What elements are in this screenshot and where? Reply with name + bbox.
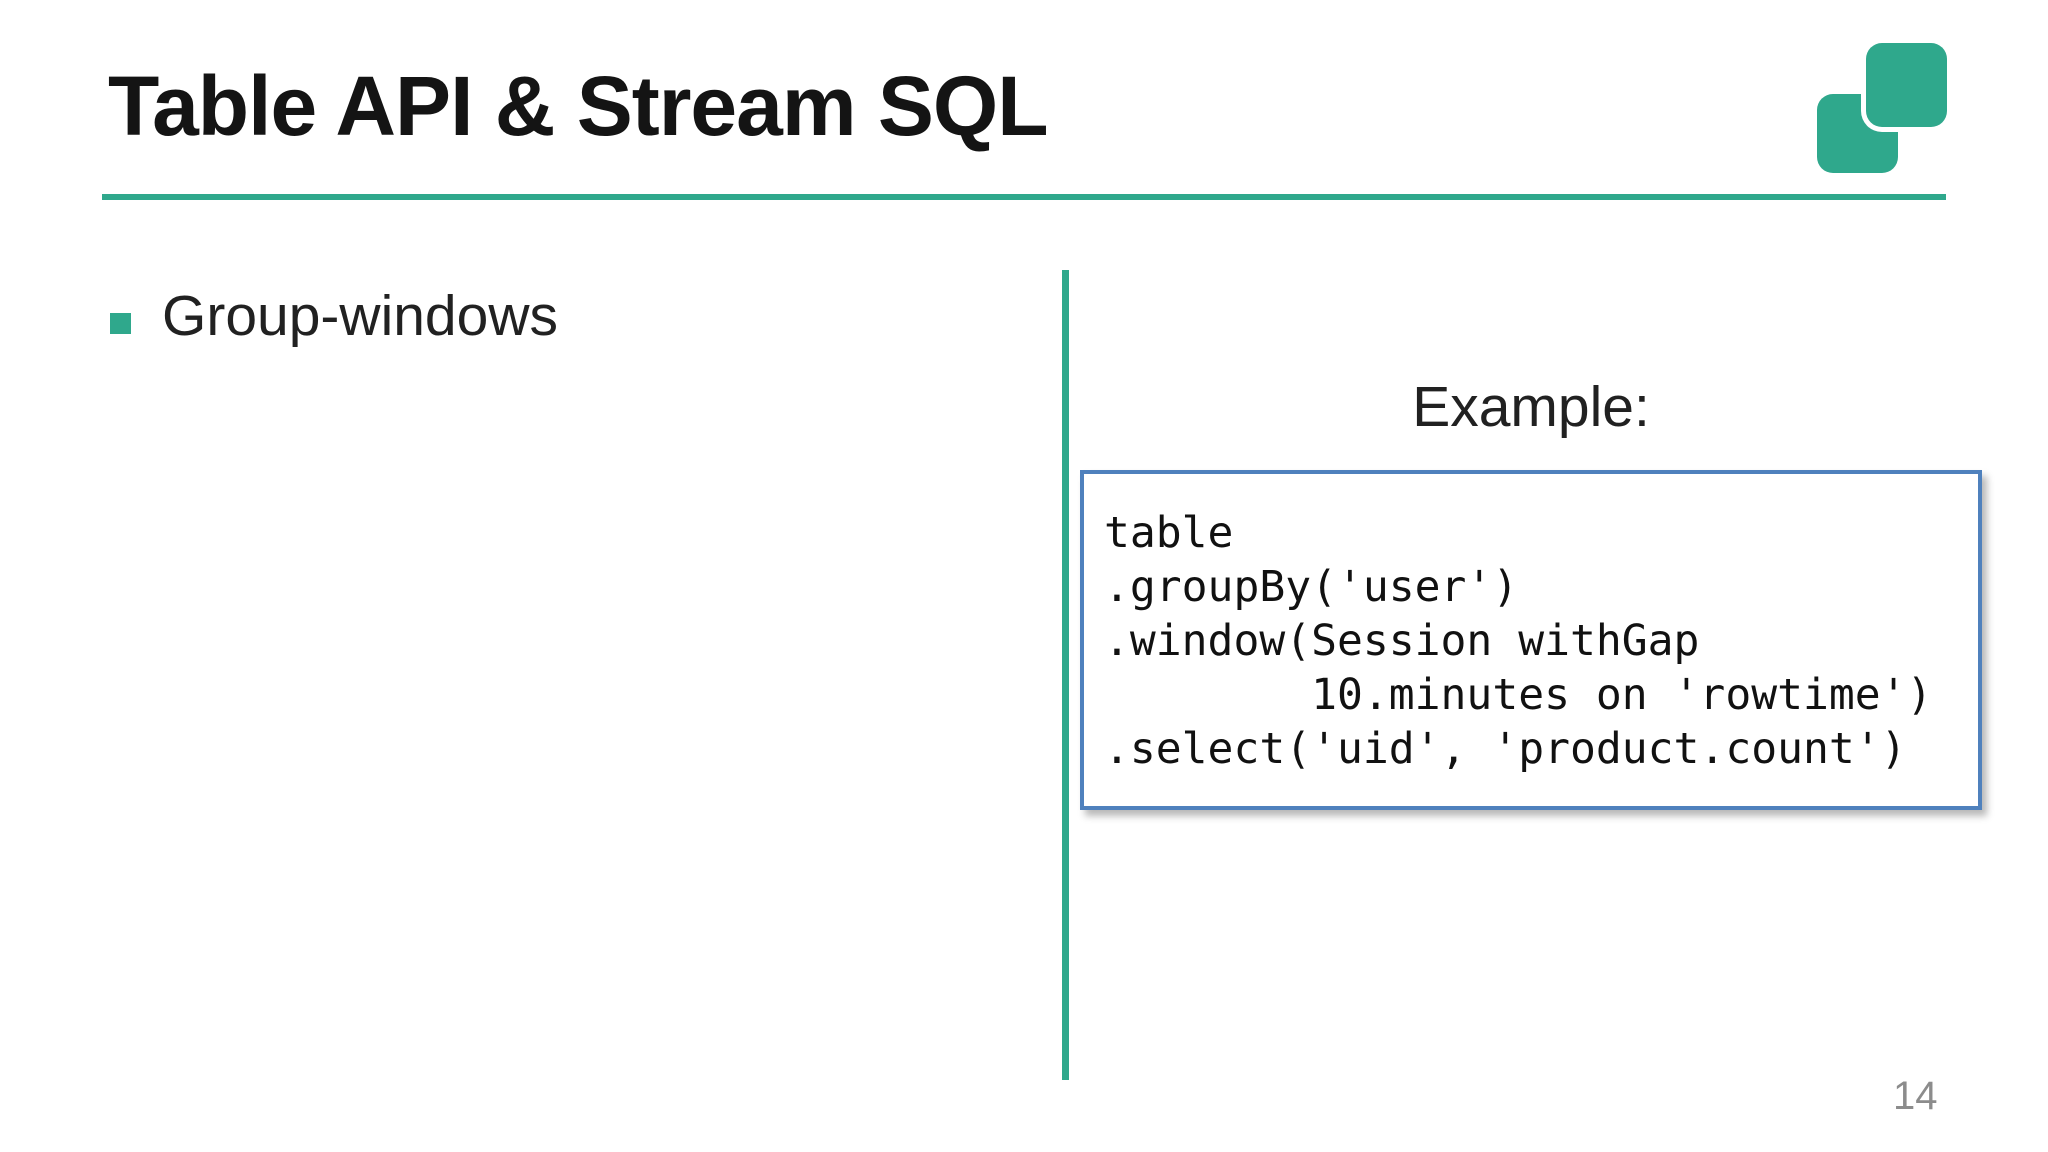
example-caption: Example: bbox=[1412, 375, 1650, 439]
vertical-divider bbox=[1062, 270, 1069, 1080]
title-underline-rule bbox=[102, 194, 1946, 200]
overlapping-squares-logo-icon bbox=[1810, 30, 1970, 180]
logo-square-front-icon bbox=[1866, 43, 1947, 127]
slide-title: Table API & Stream SQL bbox=[108, 59, 1049, 153]
bullet-label: Group-windows bbox=[162, 284, 558, 348]
page-number: 14 bbox=[1893, 1074, 1938, 1118]
square-bullet-icon bbox=[110, 313, 131, 334]
code-block: table .groupBy('user') .window(Session w… bbox=[1080, 470, 1982, 810]
